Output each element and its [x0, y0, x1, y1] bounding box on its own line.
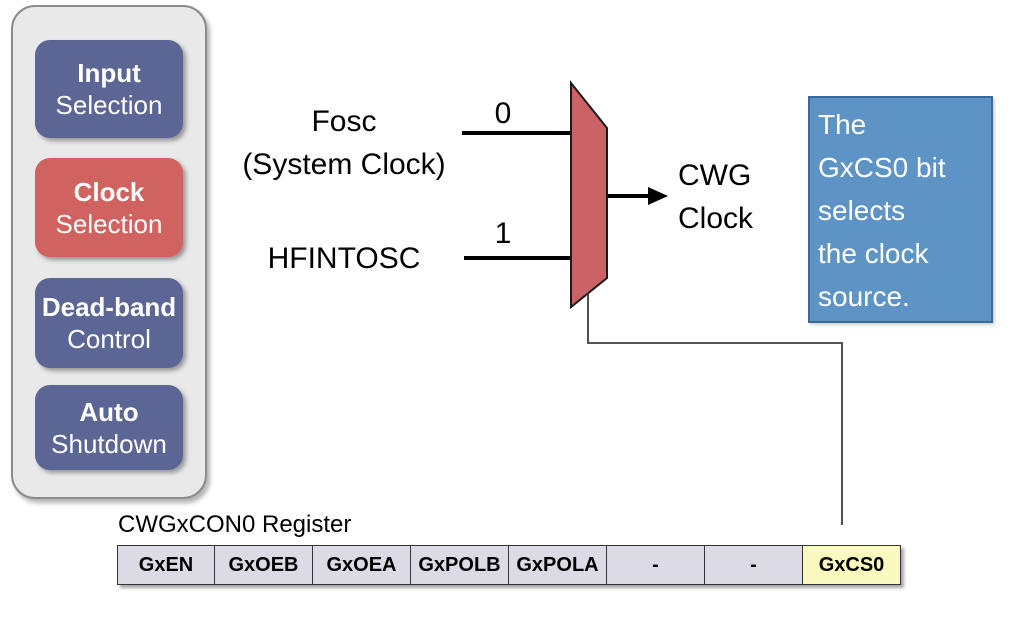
cwg-clock-label-line2: Clock — [678, 202, 754, 235]
note-line: the clock — [818, 238, 929, 269]
register-cell-gxpola: GxPOLA — [509, 545, 607, 585]
mux-select-0-label: 0 — [494, 97, 512, 130]
fosc-label-line1: Fosc — [311, 105, 377, 138]
sidebar-item-label: Control — [67, 324, 151, 354]
note-line: source. — [818, 281, 910, 312]
select-line — [587, 293, 843, 525]
register-cell-unimplemented: - — [705, 545, 803, 585]
register-cell-gxcs0: GxCS0 — [803, 545, 901, 585]
sidebar-item-label: Selection — [55, 208, 163, 239]
fosc-label-line2: (System Clock) — [242, 148, 446, 181]
register-cell-gxpolb: GxPOLB — [411, 545, 509, 585]
sidebar-item-label: Clock — [73, 176, 145, 207]
register-table: GxEN GxOEB GxOEA GxPOLB GxPOLA - - GxCS0 — [117, 545, 901, 585]
sidebar-item-label: Selection — [55, 90, 163, 120]
note-line: GxCS0 bit — [818, 152, 946, 183]
cwg-clock-label-line1: CWG — [678, 159, 752, 192]
sidebar-item-clock-selection[interactable]: Clock Selection — [35, 158, 183, 257]
register-title: CWGxCON0 Register — [118, 511, 352, 538]
sidebar-item-input-selection[interactable]: Input Selection — [35, 40, 183, 138]
register-cell-gxoea: GxOEA — [313, 545, 411, 585]
note-line: The — [818, 109, 867, 140]
sidebar-item-label: Dead-band — [41, 292, 177, 322]
note-box: The GxCS0 bit selects the clock source. — [808, 96, 993, 323]
sidebar-item-label: Input — [77, 58, 141, 88]
output-arrowhead-icon — [648, 187, 668, 205]
register-cell-unimplemented: - — [607, 545, 705, 585]
sidebar-panel: Input Selection Clock Selection Dead-ban… — [11, 5, 207, 499]
mux-shape — [570, 80, 608, 310]
sidebar-item-dead-band-control[interactable]: Dead-band Control — [35, 278, 183, 368]
hfintosc-label: HFINTOSC — [267, 242, 421, 275]
sidebar-item-auto-shutdown[interactable]: Auto Shutdown — [35, 385, 183, 470]
mux-select-1-label: 1 — [494, 217, 512, 250]
note-line: selects — [818, 195, 906, 226]
register-cell-gxen: GxEN — [117, 545, 215, 585]
sidebar-item-label: Auto — [79, 396, 139, 427]
fosc-label: Fosc (System Clock) — [222, 100, 466, 186]
sidebar-item-label: Shutdown — [51, 428, 167, 459]
cwg-clock-label: CWG Clock — [678, 154, 753, 240]
register-cell-gxoeb: GxOEB — [215, 545, 313, 585]
